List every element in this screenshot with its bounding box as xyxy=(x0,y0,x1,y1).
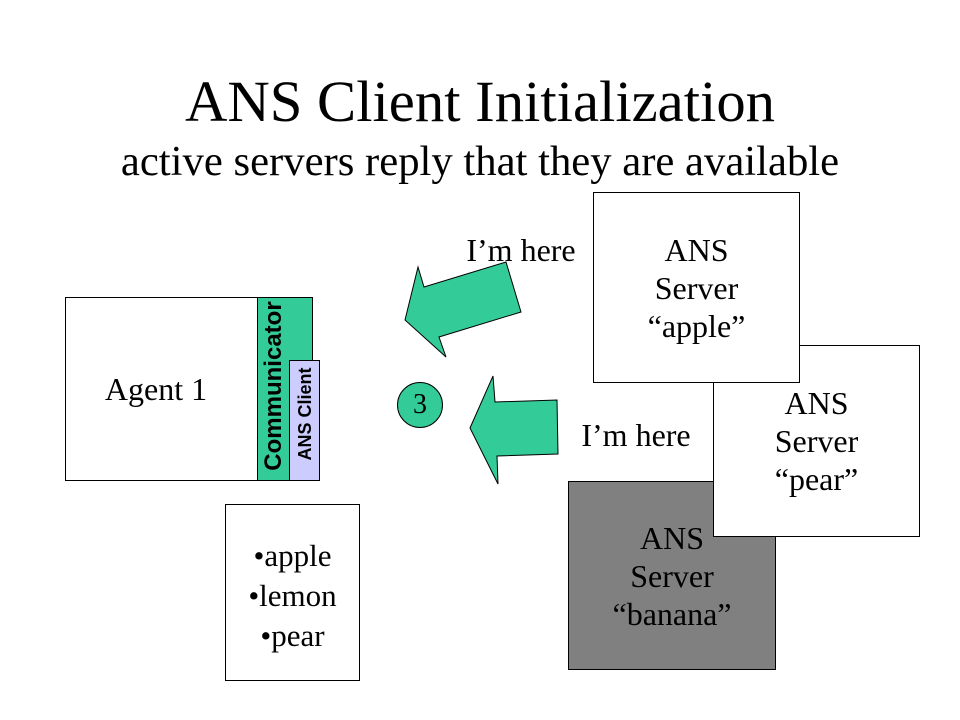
list-item: pear xyxy=(260,616,324,656)
list-item: apple xyxy=(254,536,331,576)
slide-subtitle: active servers reply that they are avail… xyxy=(120,138,840,185)
server-name: “banana” xyxy=(612,595,732,632)
ans-client-label: ANS Client xyxy=(295,367,315,461)
server-line-ans: ANS xyxy=(784,385,849,421)
step-number: 3 xyxy=(413,389,427,420)
list-item: lemon xyxy=(248,576,337,616)
reply-label-lower: I’m here xyxy=(581,417,691,453)
server-box-apple: ANS Server “apple” xyxy=(593,192,800,383)
step-badge: 3 xyxy=(397,382,443,428)
server-line-server: Server xyxy=(774,423,859,459)
server-line-server: Server xyxy=(654,269,739,306)
server-line-ans: ANS xyxy=(664,231,729,268)
agent-label: Agent 1 xyxy=(104,370,208,407)
reply-arrow-lower xyxy=(469,375,559,485)
server-name: “apple” xyxy=(647,307,746,344)
ans-client-bar xyxy=(289,360,320,481)
slide-title: ANS Client Initialization xyxy=(184,69,776,134)
reply-arrow-upper xyxy=(404,261,522,358)
server-list-box: apple lemon pear xyxy=(225,504,360,681)
reply-label-upper: I’m here xyxy=(466,232,576,268)
agent-box: Agent 1 xyxy=(65,297,258,481)
server-line-server: Server xyxy=(630,557,714,594)
communicator-label: Communicator xyxy=(260,301,287,471)
server-line-ans: ANS xyxy=(639,519,704,556)
server-name: “pear” xyxy=(774,461,859,497)
